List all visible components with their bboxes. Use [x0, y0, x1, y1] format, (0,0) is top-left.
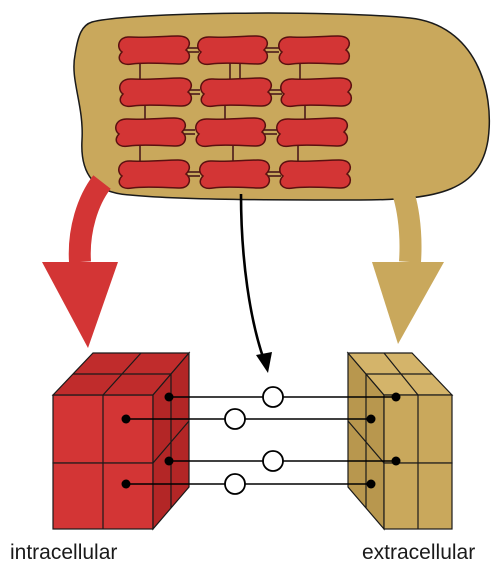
node-dot — [366, 479, 376, 489]
node-dot — [391, 456, 401, 466]
cell — [195, 117, 267, 148]
cell — [278, 35, 351, 66]
cell — [117, 35, 191, 66]
node-dot — [121, 479, 131, 489]
curved-arrow-left-icon — [42, 175, 118, 348]
node-dot — [366, 414, 376, 424]
connection-circuit — [121, 386, 401, 495]
resistor-node-icon — [224, 408, 246, 430]
intracellular-block — [51, 351, 191, 531]
cell — [279, 159, 352, 190]
node-dot — [391, 392, 401, 402]
cell — [280, 77, 353, 108]
extracellular-label: extracellular — [362, 541, 476, 564]
node-dot — [164, 456, 174, 466]
cell — [276, 117, 349, 148]
intracellular-label: intracellular — [10, 541, 118, 564]
cell — [115, 117, 187, 148]
cells — [115, 35, 353, 190]
extracellular-block — [346, 351, 454, 531]
arrow-down-icon — [239, 193, 272, 373]
curved-arrow-right-icon — [372, 175, 444, 344]
node-dot — [164, 392, 174, 402]
tissue-sample — [73, 12, 491, 201]
resistor-node-icon — [224, 473, 246, 495]
node-dot — [121, 414, 131, 424]
cell — [118, 159, 191, 190]
cell — [199, 159, 271, 190]
cell — [197, 35, 269, 66]
resistor-node-icon — [262, 450, 284, 472]
cell — [200, 77, 273, 108]
cell — [119, 77, 193, 108]
resistor-node-icon — [262, 386, 284, 408]
